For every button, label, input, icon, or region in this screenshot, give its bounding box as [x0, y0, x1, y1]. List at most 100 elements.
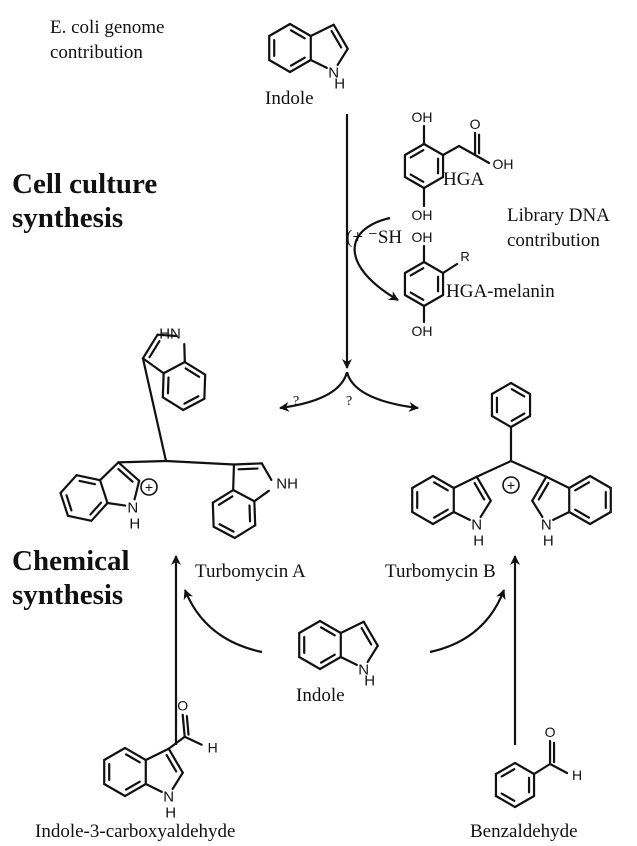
ring-double-bond [409, 173, 425, 183]
cation-charge-circle [502, 476, 520, 494]
oxygen-label: O [545, 724, 556, 740]
aldehyde-h-bond [548, 762, 569, 775]
pyrrole-bond [452, 510, 471, 521]
pyrrole-double-bond [117, 467, 134, 483]
ring-bond [422, 175, 445, 190]
ring-bond [268, 58, 292, 74]
ring-bond [298, 655, 322, 671]
methine-bond [509, 459, 548, 478]
ring-bond [253, 500, 257, 527]
indole-mid-label: Indole [296, 685, 345, 706]
ring-bond [509, 414, 532, 429]
nitrogen-label: N [163, 788, 174, 805]
hydrogen-label: H [129, 516, 140, 533]
ring-bond [513, 794, 536, 809]
pyrrole-bond [141, 357, 165, 375]
hydrogen-label: H [165, 804, 176, 821]
ring-bond [103, 782, 127, 798]
ring-bond [75, 474, 102, 482]
library-label-line1: Library DNA [507, 205, 610, 226]
ring-bond [59, 474, 78, 495]
hydrogen-label: H [543, 532, 554, 549]
ring-bond [403, 293, 426, 308]
hga-melanin-label: HGA-melanin [446, 281, 555, 302]
ring-bond [161, 396, 185, 412]
ring-bond [588, 510, 612, 526]
ring-bond [123, 746, 147, 762]
hydrogen-label: H [473, 532, 484, 549]
ring-double-bond [89, 501, 103, 516]
pyrrole-bond [232, 462, 263, 466]
cation-charge-sign: + [507, 477, 515, 493]
ring-double-bond [319, 626, 336, 637]
arrows [171, 114, 520, 745]
pyrrole-double-bond [473, 481, 486, 501]
pyrrole-bond [332, 23, 349, 50]
ring-bond [233, 524, 257, 540]
question-mark-right: ? [346, 394, 352, 409]
pyrrole-bond [362, 620, 379, 647]
substituent-bond [441, 262, 459, 275]
pyrrole-bond [183, 343, 186, 364]
ring-double-bond [432, 508, 449, 519]
ring-double-bond [183, 395, 200, 405]
hydrogen-label: H [572, 767, 582, 783]
ring-bond [422, 142, 445, 157]
ring-bond [90, 501, 109, 522]
ring-bond [203, 373, 207, 400]
ring-bond [103, 746, 127, 762]
ring-double-bond [574, 481, 591, 492]
ring-double-bond [500, 792, 516, 802]
pyrrole-double-bond [537, 481, 550, 501]
r-group-label: R [460, 249, 469, 264]
ring-double-bond [409, 149, 425, 159]
hga-arrow [353, 216, 399, 301]
nitrogen-label: HN [159, 325, 181, 342]
ring-bond [183, 360, 207, 376]
ring-double-bond [248, 504, 252, 523]
indole-top-structure: NH [268, 22, 349, 92]
ring-double-bond [409, 291, 425, 301]
hydroxyl-label: OH [493, 156, 514, 172]
pyrrole-double-bond [360, 626, 373, 646]
ring-bond [490, 381, 513, 396]
pyrrole-double-bond [330, 29, 343, 49]
ring-bond [568, 510, 592, 526]
pyrrole-bond [475, 475, 492, 502]
nitrogen-label: N [358, 661, 369, 678]
ecoli-label-line1: E. coli genome [50, 17, 165, 38]
ring-bond [161, 372, 165, 399]
section-title-cell-line1: Cell culture [12, 168, 157, 200]
ring-double-bond [78, 479, 97, 486]
carbonyl-double-bond [185, 715, 190, 736]
ring-bond [212, 525, 236, 540]
ring-bond [403, 175, 426, 190]
ring-double-bond [184, 367, 201, 378]
aldehyde-h-bond [183, 735, 203, 746]
side-chain-bond [441, 144, 461, 157]
pyrrole-bond [133, 479, 141, 501]
pyrrole-bond [336, 47, 349, 67]
ring-bond [403, 142, 426, 157]
ring-bond [288, 22, 312, 38]
ring-bond [490, 414, 513, 429]
ring-bond [403, 260, 426, 275]
aldehyde-bond [167, 735, 186, 750]
ring-bond [66, 514, 93, 522]
ring-double-bond [510, 412, 526, 422]
pyrrole-bond [253, 489, 270, 503]
benzaldehyde-structure: OH [494, 724, 582, 809]
turbomycin-b-label: Turbomycin B [385, 561, 496, 582]
nitrogen-label: N [328, 64, 339, 81]
pyrrole-double-bond [148, 339, 161, 359]
section-title-chem-line1: Chemical [12, 545, 130, 577]
ring-double-bond [124, 753, 141, 764]
pyrrole-bond [167, 747, 184, 774]
library-label-line2: contribution [507, 230, 600, 251]
cation-charge-sign: + [145, 479, 153, 495]
ring-bond [509, 381, 532, 396]
